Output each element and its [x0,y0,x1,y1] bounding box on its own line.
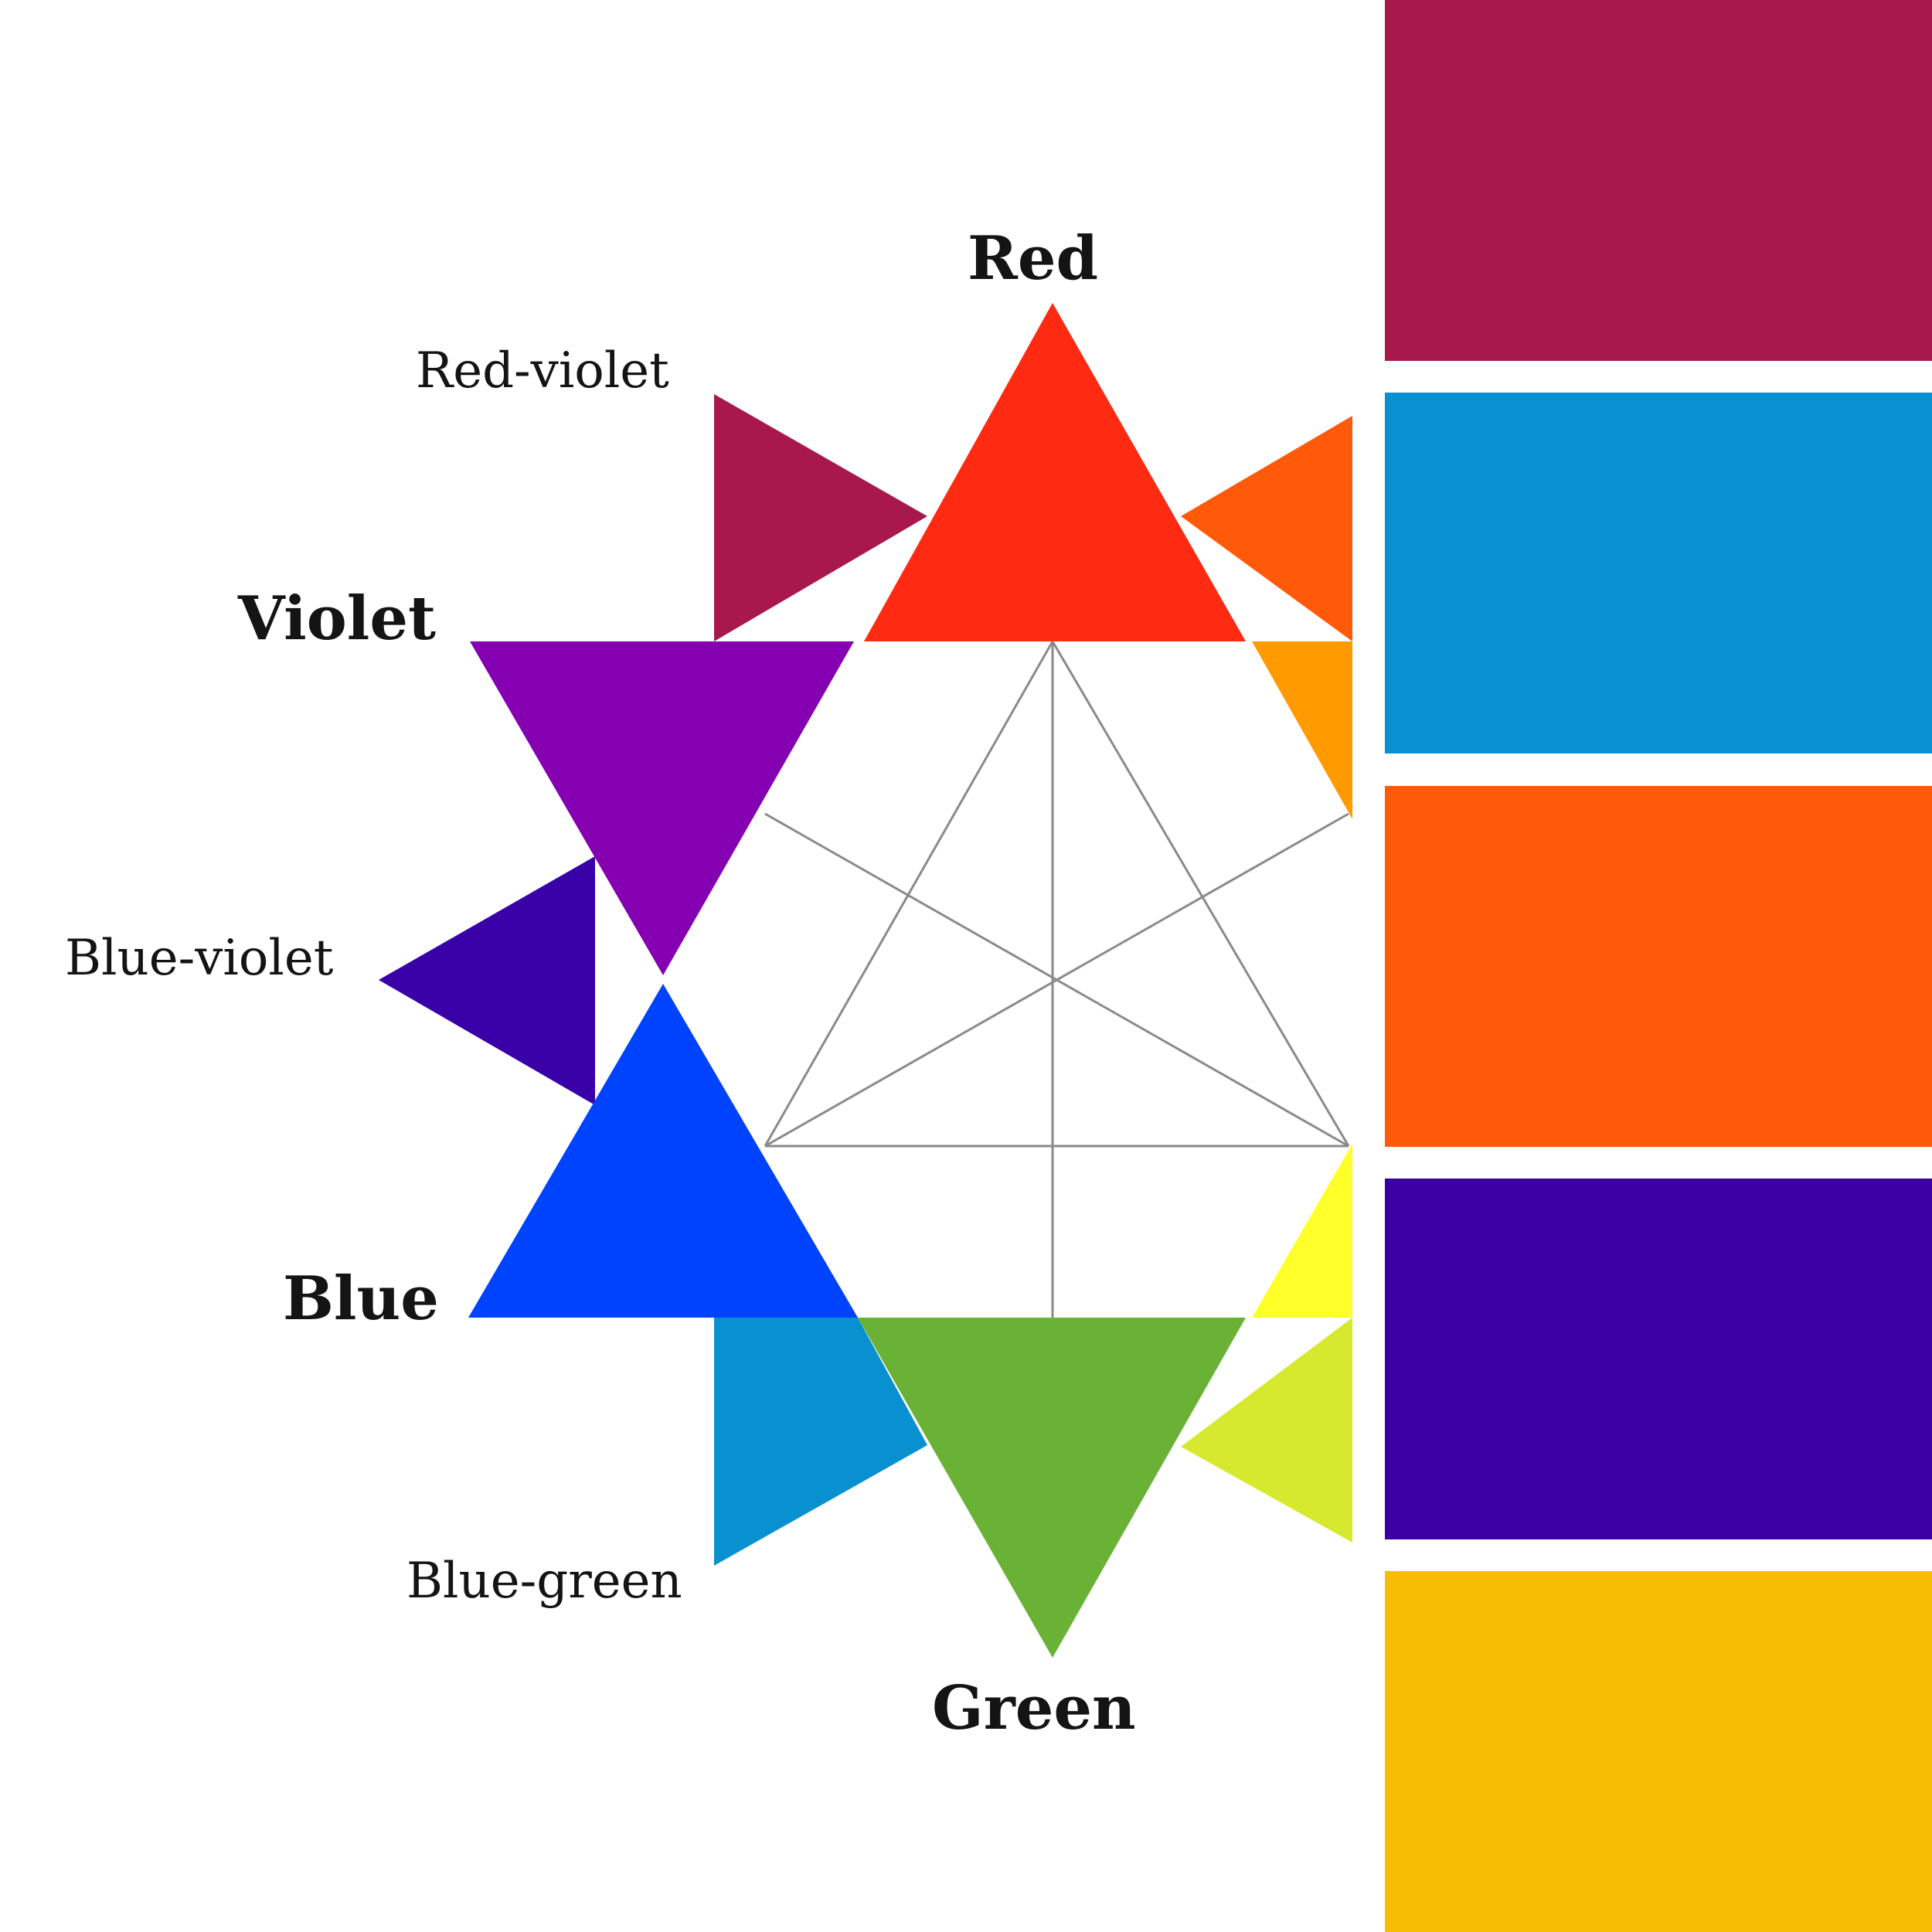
label-blue: Blue [283,1264,439,1334]
grid-line-diag-up [764,812,1349,1148]
label-green: Green [932,1673,1136,1743]
violet-triangle [470,641,854,975]
swatch-red-orange [1385,786,1932,1147]
swatch-yellow-orange [1385,1571,1932,1932]
label-red: Red [968,223,1098,294]
label-blue-violet: Blue-violet [65,930,334,987]
green-triangle [858,1318,1246,1658]
red-triangle [864,303,1246,641]
blue-triangle [468,984,858,1318]
color-wheel: Red Red-violet Violet Blue-violet Blue B… [65,223,1352,1743]
grid-line-right-edge [1051,641,1350,1147]
blue-violet-triangle [379,856,595,1105]
label-blue-green: Blue-green [406,1553,682,1610]
label-violet: Violet [238,583,437,654]
red-orange-triangle [1181,416,1352,641]
swatch-blue-green [1385,393,1932,753]
color-palette [1385,0,1932,1932]
grid-line-left-edge [764,641,1054,1147]
label-red-violet: Red-violet [416,342,669,400]
orange-triangle [1252,641,1352,819]
yellow-triangle [1252,1144,1352,1318]
swatch-red-violet [1385,0,1932,361]
red-violet-triangle [714,394,927,641]
blue-green-triangle [714,1318,927,1566]
swatch-blue-violet [1385,1179,1932,1539]
yellow-green-triangle [1181,1318,1352,1543]
color-wheel-graphic [379,303,1352,1658]
